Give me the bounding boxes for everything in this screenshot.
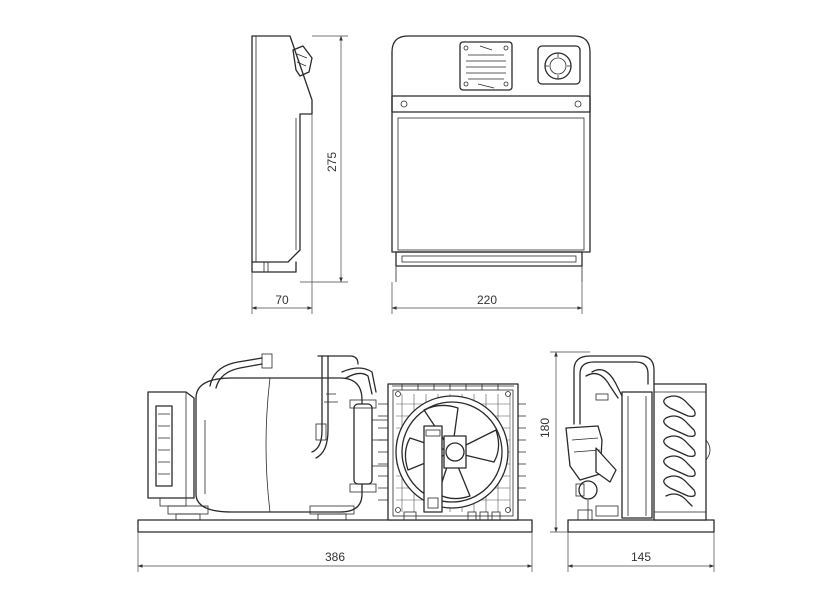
refrigerant-tubes (209, 353, 377, 459)
side-pipes (573, 355, 655, 425)
condensing-unit-front-view (137, 353, 533, 533)
evaporator-side-view (251, 35, 313, 273)
dim-side-depth: 70 (251, 114, 313, 314)
dim-unit-height-label: 180 (538, 418, 552, 438)
dim-side-height-label: 275 (325, 152, 339, 172)
vent-grille-icon (459, 41, 513, 91)
dim-unit-depth: 145 (567, 532, 715, 572)
dim-unit-length-label: 386 (325, 550, 345, 564)
dim-unit-depth-label: 145 (631, 550, 651, 564)
dim-front-width: 220 (391, 282, 583, 314)
evaporator-front-view (391, 35, 591, 282)
coil-loops (663, 395, 696, 507)
receiver-dryer (349, 399, 390, 493)
thermostat-dial-icon (537, 45, 581, 85)
condensing-unit-side-view (565, 355, 715, 533)
dim-side-height: 275 (300, 35, 348, 283)
control-box (147, 391, 195, 507)
dim-unit-length: 386 (137, 532, 533, 572)
fan-icon (395, 395, 509, 513)
dim-side-depth-label: 70 (275, 293, 289, 307)
valve-assembly (565, 425, 619, 521)
condenser (378, 383, 526, 521)
dim-unit-height: 180 (538, 351, 590, 533)
compressor (167, 377, 363, 521)
dim-front-width-label: 220 (477, 293, 497, 307)
